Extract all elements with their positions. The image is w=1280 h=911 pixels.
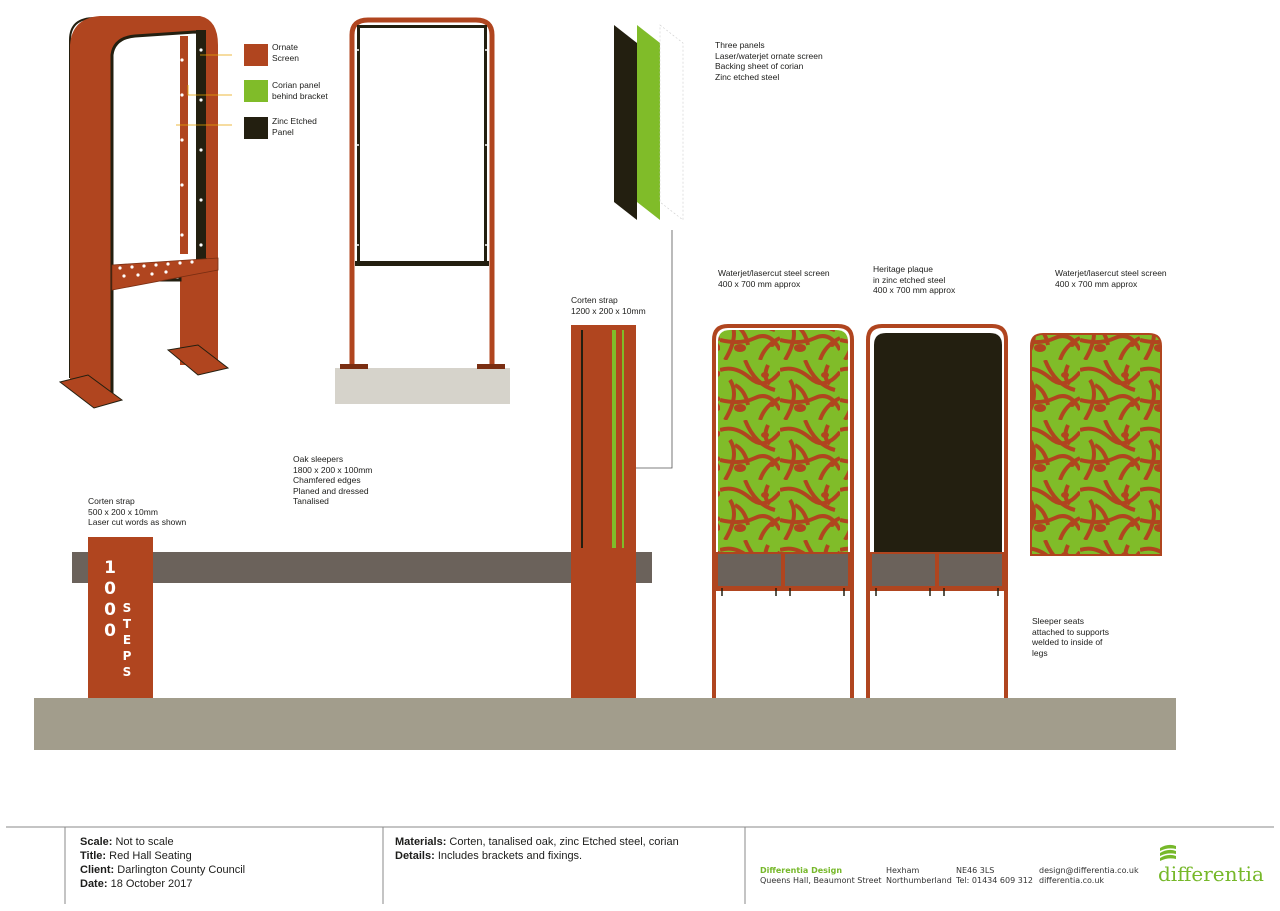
tb-title: Title: Red Hall Seating: [80, 850, 192, 862]
isometric-frame: [58, 16, 232, 409]
front-frame: [335, 17, 510, 404]
ornate-seat-frame: [712, 324, 854, 698]
company-town: Hexham Northumberland: [886, 866, 952, 885]
note-heritage-plaque: Heritage plaque in zinc etched steel 400…: [873, 264, 956, 295]
tb-scale: Scale: Not to scale: [80, 836, 174, 848]
corten-strap-tall: [571, 325, 636, 698]
heritage-seat-frame: [866, 324, 1008, 698]
ground-strip: [34, 698, 1176, 750]
tb-materials: Materials: Corten, tanalised oak, zinc E…: [395, 836, 679, 848]
three-panels: [614, 24, 684, 221]
legend-swatch-ornate: [244, 44, 268, 66]
leader-line: [636, 230, 673, 469]
company-name-address: Differentia Design Queens Hall, Beaumont…: [760, 866, 882, 885]
legend-zinc-label: Zinc Etched Panel: [272, 116, 317, 137]
note-screen-left: Waterjet/lasercut steel screen 400 x 700…: [718, 268, 830, 289]
note-oak-sleepers: Oak sleepers 1800 x 200 x 100mm Chamfere…: [293, 454, 373, 506]
note-screen-right: Waterjet/lasercut steel screen 400 x 700…: [1055, 268, 1167, 289]
legend-swatch-corian: [244, 80, 268, 102]
note-corten-short: Corten strap 500 x 200 x 10mm Laser cut …: [88, 496, 187, 527]
strap-number: 1000: [104, 558, 116, 641]
legend-ornate-label: Ornate Screen: [272, 42, 299, 63]
company-logo: differentia: [1158, 862, 1264, 886]
tb-date: Date: 18 October 2017: [80, 878, 193, 890]
note-three-panels: Three panels Laser/waterjet ornate scree…: [715, 40, 823, 82]
company-contact: design@differentia.co.uk differentia.co.…: [1039, 866, 1139, 885]
company-postcode-tel: NE46 3LS Tel: 01434 609 312: [956, 866, 1033, 885]
standalone-screen: [1030, 333, 1162, 556]
note-corten-tall: Corten strap 1200 x 200 x 10mm: [571, 295, 646, 316]
corten-strap-short: [88, 537, 153, 698]
oak-sleeper: [72, 552, 652, 583]
legend-swatch-zinc: [244, 117, 268, 139]
logo-leaf-icon: [1160, 844, 1176, 861]
title-block-lines: [6, 826, 1274, 904]
legend-corian-label: Corian panel behind bracket: [272, 80, 328, 101]
note-sleeper-seats: Sleeper seats attached to supports welde…: [1032, 616, 1110, 658]
tb-client: Client: Darlington County Council: [80, 864, 246, 876]
tb-details: Details: Includes brackets and fixings.: [395, 850, 583, 862]
strap-word: STEPS: [122, 601, 132, 679]
